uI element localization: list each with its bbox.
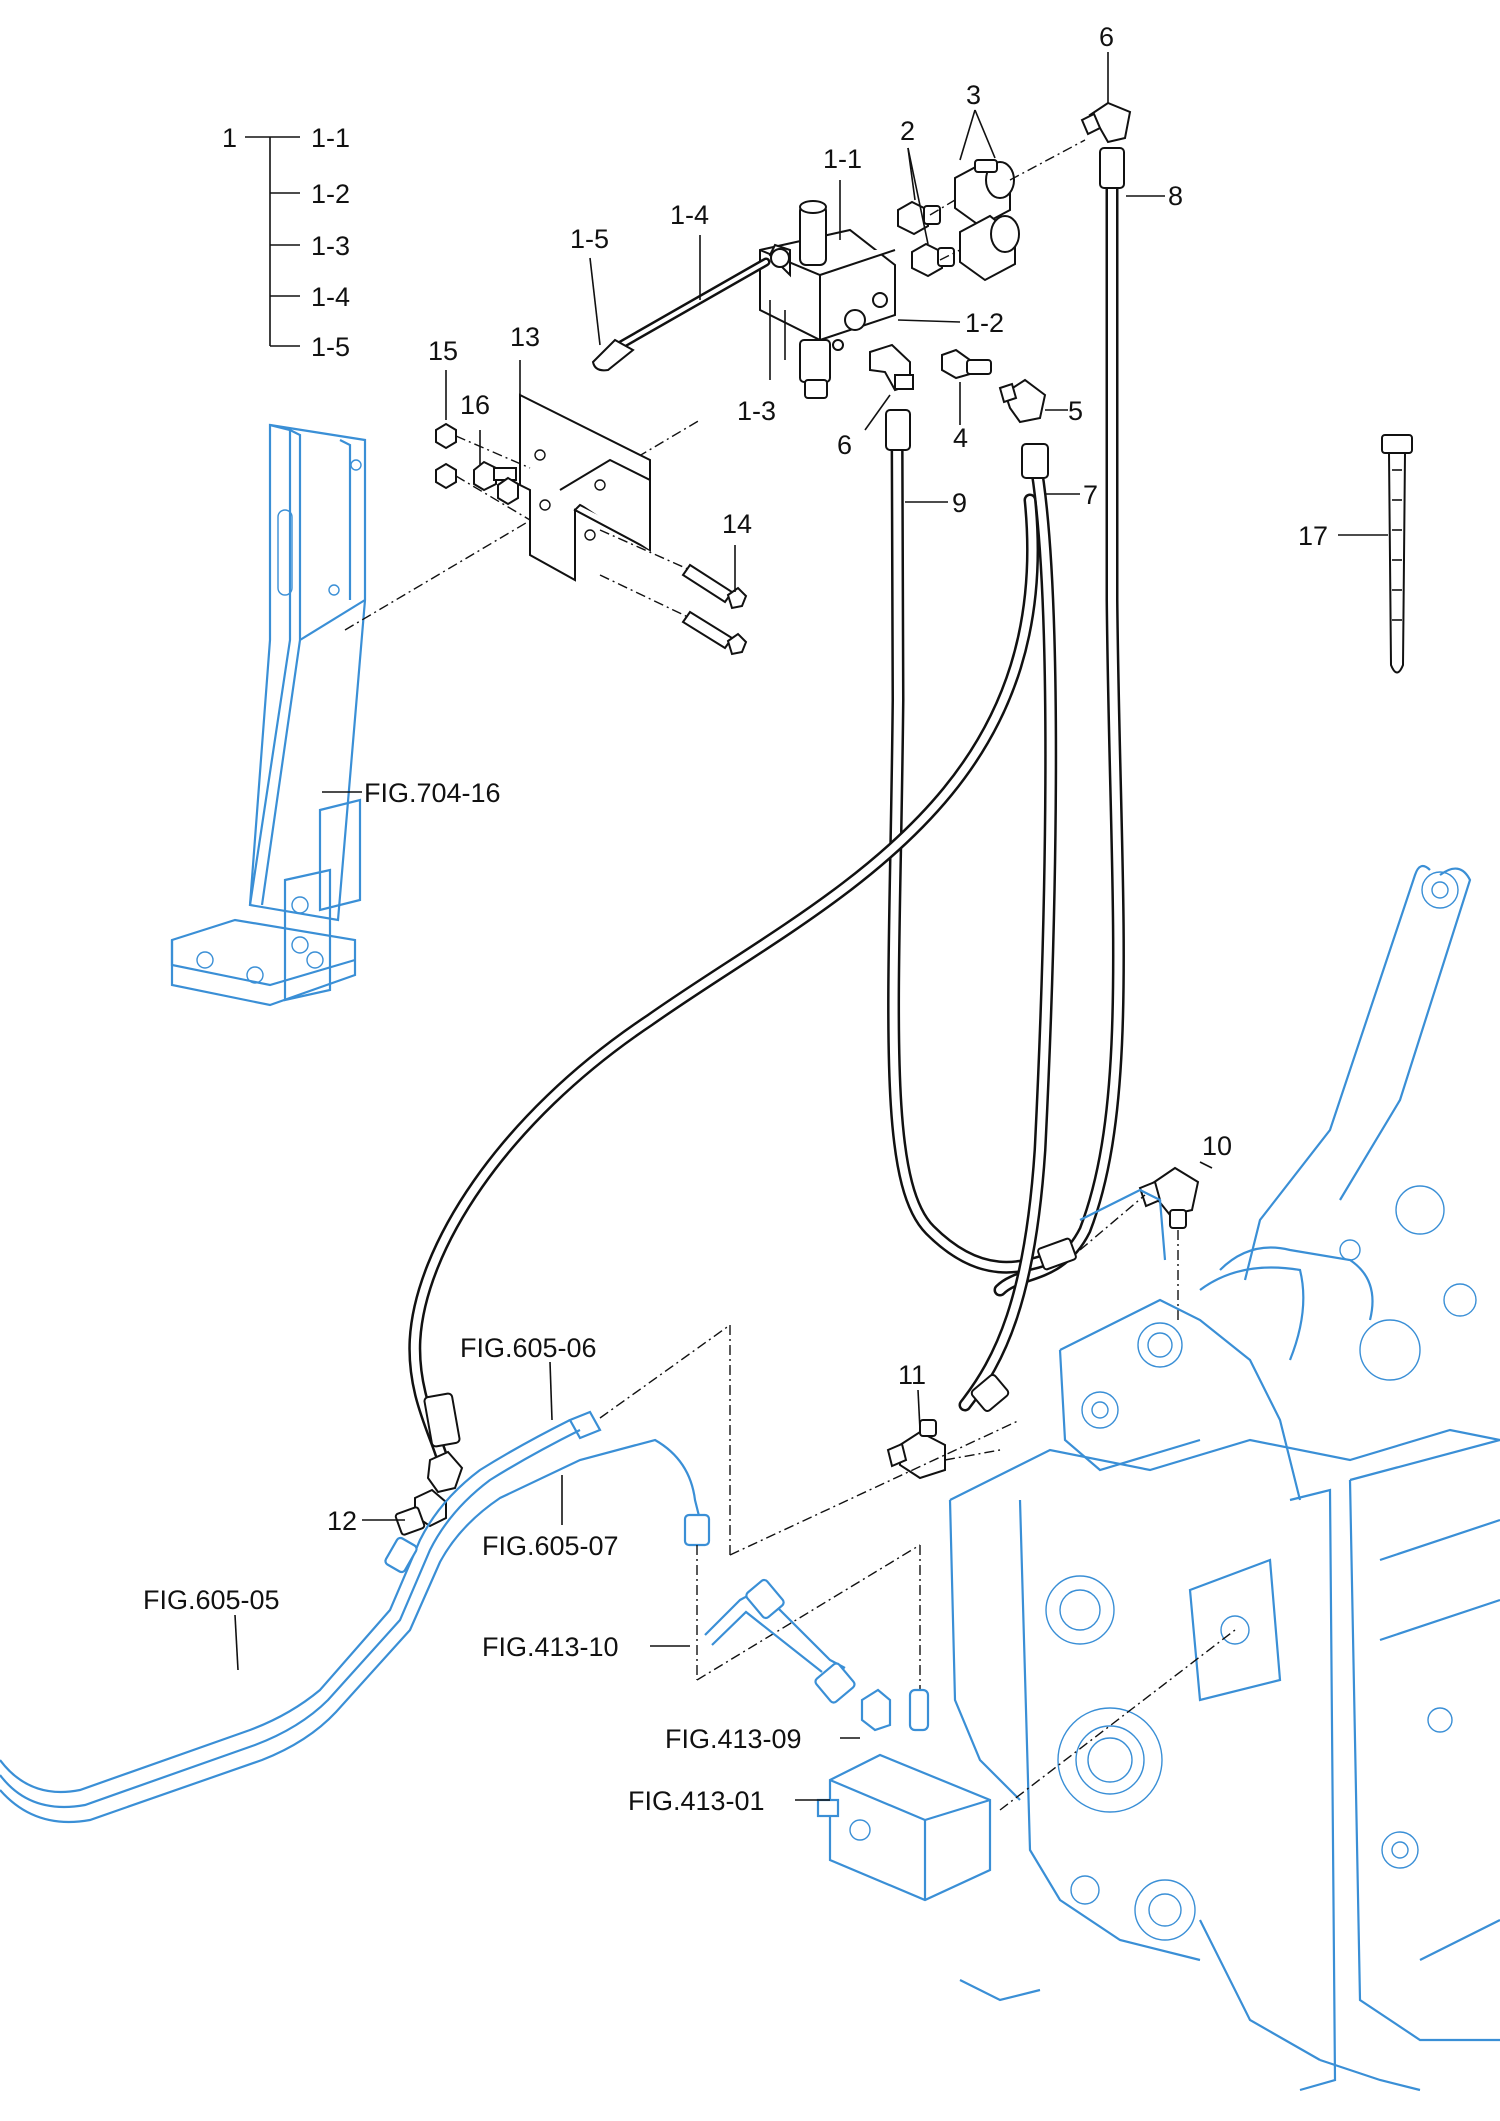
quick-couplers-3: 3 [929,80,1086,282]
control-valve: 1-1 1-2 1-3 [737,144,1004,426]
label-6-top: 6 [1099,22,1114,52]
adapters-2: 2 [897,116,955,278]
nuts-bolts: 15 16 14 [428,336,752,656]
part-tree: 1 1-1 1-2 1-3 1-4 1-5 [222,123,350,362]
stand-reference: FIG.704-16 [170,423,501,1007]
label-14: 14 [722,509,752,539]
label-5: 5 [1068,396,1083,426]
ref-fig-605-05: FIG.605-05 [143,1585,280,1615]
ref-fig-413-09: FIG.413-09 [665,1724,802,1754]
transmission-housing [948,864,1500,2092]
ref-fig-413-01: FIG.413-01 [628,1786,765,1816]
label-3: 3 [966,80,981,110]
label-8: 8 [1168,181,1183,211]
label-1-1: 1-1 [823,144,862,174]
label-1-2-tree: 1-2 [311,179,350,209]
label-1-3-tree: 1-3 [311,231,350,261]
label-1-2: 1-2 [965,308,1004,338]
label-13: 13 [510,322,540,352]
ref-fig-413-10: FIG.413-10 [482,1632,619,1662]
label-1-4-tree: 1-4 [311,282,350,312]
elbow-10: 10 [1079,1131,1232,1320]
label-15: 15 [428,336,458,366]
label-12: 12 [327,1506,357,1536]
label-7: 7 [1083,480,1098,510]
block-references: FIG.413-10 FIG.413-09 FIG.413-01 [482,1578,992,1902]
elbow-6-top: 6 [1080,22,1132,144]
adapter-4: 4 [941,348,992,453]
mounting-bracket: 13 [510,322,651,582]
elbow-6-mid: 6 [837,343,914,460]
label-10: 10 [1202,1131,1232,1161]
label-1-1-tree: 1-1 [311,123,350,153]
label-16: 16 [460,390,490,420]
label-17: 17 [1298,521,1328,551]
label-2: 2 [900,116,915,146]
elbow-5: 5 [998,378,1083,426]
label-1: 1 [222,123,237,153]
label-4: 4 [953,423,968,453]
label-1-3: 1-3 [737,396,776,426]
label-1-5: 1-5 [570,224,609,254]
adapter-12: 12 [327,1488,447,1536]
tee-11: 11 [886,1360,1001,1480]
label-1-4: 1-4 [670,200,709,230]
label-1-5-tree: 1-5 [311,332,350,362]
ref-fig-605-06: FIG.605-06 [460,1333,597,1363]
cable-tie-17: 17 [1298,434,1413,674]
ref-fig-605-07: FIG.605-07 [482,1531,619,1561]
label-6-mid: 6 [837,430,852,460]
hoses: 8 9 7 [408,147,1183,1494]
label-9: 9 [952,488,967,518]
valve-lever: 1-4 1-5 [570,200,771,372]
ref-fig-704-16: FIG.704-16 [364,778,501,808]
tube-references: FIG.605-06 FIG.605-07 FIG.605-05 [0,1324,1021,1824]
label-11: 11 [898,1360,926,1390]
